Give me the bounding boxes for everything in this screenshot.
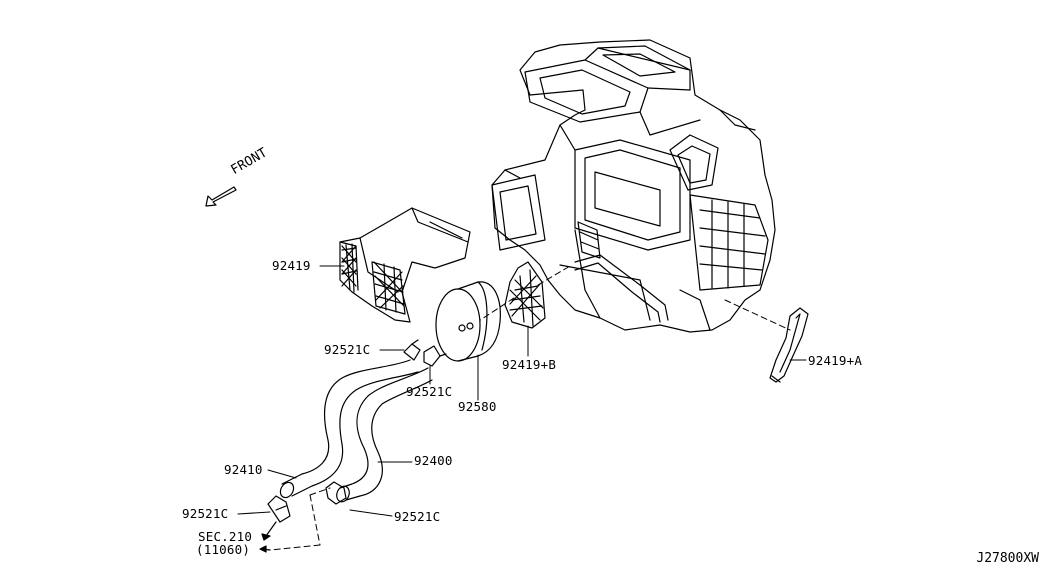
label-92419: 92419 bbox=[272, 258, 311, 273]
leader-lines bbox=[269, 265, 791, 551]
label-sec-ref-sub: (11060) bbox=[196, 542, 251, 557]
label-92410: 92410 bbox=[224, 462, 263, 477]
label-92419-a: 92419+A bbox=[808, 353, 863, 368]
label-leaders bbox=[237, 265, 807, 517]
drawing-code: J27800XW bbox=[976, 551, 1039, 566]
clamp-92521c-bottom-left bbox=[267, 495, 291, 523]
clamp-92521c-mid bbox=[423, 345, 447, 367]
label-92419-b: 92419+B bbox=[502, 357, 557, 372]
grille-92419-b bbox=[504, 261, 546, 329]
clamp-92521c-bottom-right bbox=[325, 481, 347, 505]
strip-92419-a bbox=[769, 307, 809, 383]
heater-core-92580 bbox=[435, 281, 501, 362]
label-92521c-mid: 92521C bbox=[406, 384, 453, 399]
hose-92410 bbox=[279, 359, 419, 499]
label-92400: 92400 bbox=[414, 453, 453, 468]
heater-unit-assembly bbox=[491, 39, 776, 333]
label-92521c-bottom-left: 92521C bbox=[182, 506, 229, 521]
hose-92400 bbox=[336, 367, 433, 503]
sec-ref-arrow-icon bbox=[259, 521, 277, 553]
front-arrow-icon bbox=[205, 186, 237, 207]
label-92521c-bottom-right: 92521C bbox=[394, 509, 441, 524]
heater-cover-92419 bbox=[339, 207, 471, 323]
label-92580: 92580 bbox=[458, 399, 497, 414]
clamp-92521c-top bbox=[403, 339, 421, 361]
label-92521c-top: 92521C bbox=[324, 342, 371, 357]
label-sec-ref: SEC.210 bbox=[198, 529, 253, 544]
